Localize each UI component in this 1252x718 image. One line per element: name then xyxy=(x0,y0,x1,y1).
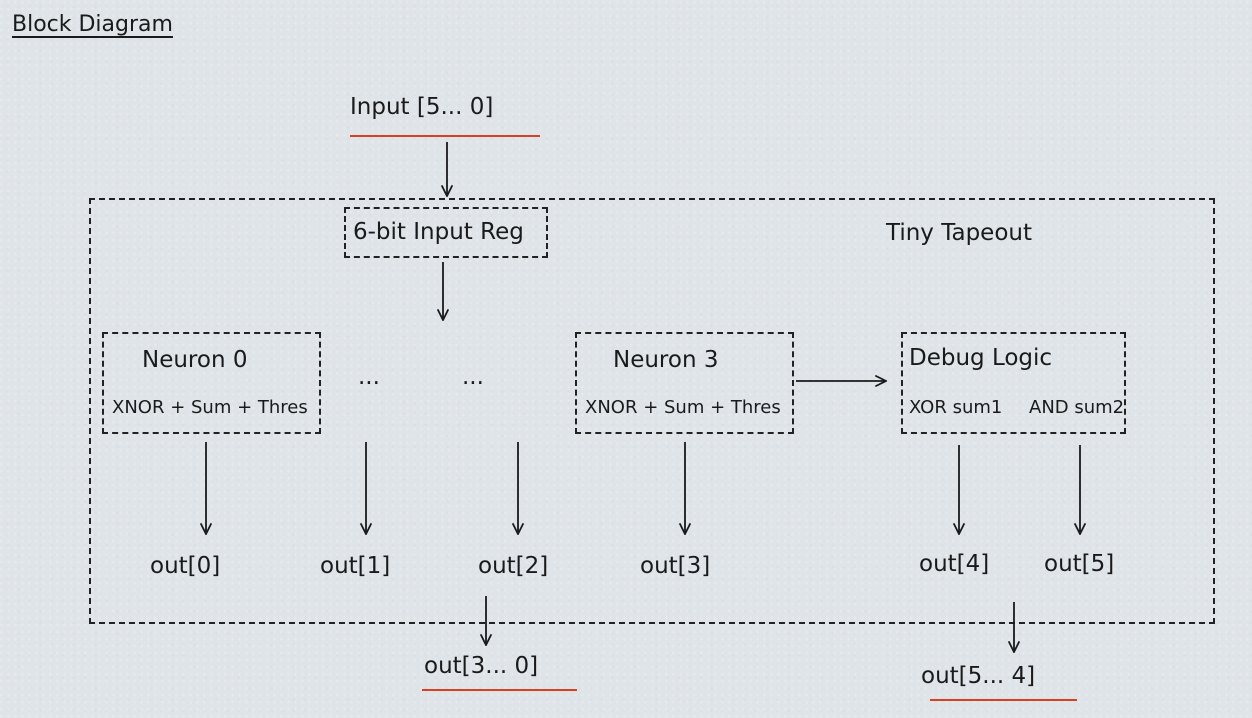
input-label: Input [5... 0] xyxy=(350,94,494,120)
neuron-0-box xyxy=(102,332,321,434)
debug-logic-name: Debug Logic xyxy=(909,345,1053,371)
output-label: out[3] xyxy=(640,553,711,579)
input-register-box xyxy=(344,207,548,258)
neuron-0-desc: XNOR + Sum + Thres xyxy=(112,397,308,418)
debug-and-label: AND sum2 xyxy=(1029,397,1125,418)
tiny-tapeout-container xyxy=(89,198,1215,624)
neuron-3-box xyxy=(575,332,794,434)
output-label: out[4] xyxy=(919,551,990,577)
ellipsis-1: ... xyxy=(358,364,380,390)
output-label: out[5] xyxy=(1044,551,1115,577)
bus-low-label: out[3... 0] xyxy=(424,653,539,679)
neuron-0-name: Neuron 0 xyxy=(142,347,248,373)
output-label: out[0] xyxy=(150,553,221,579)
neuron-3-desc: XNOR + Sum + Thres xyxy=(585,397,781,418)
input-register-label: 6-bit Input Reg xyxy=(353,219,524,245)
bus-high-label: out[5... 4] xyxy=(921,663,1036,689)
output-label: out[2] xyxy=(478,553,549,579)
debug-logic-box xyxy=(901,332,1126,434)
container-label: Tiny Tapeout xyxy=(886,220,1032,246)
neuron-3-name: Neuron 3 xyxy=(613,347,719,373)
debug-xor-label: XOR sum1 xyxy=(909,397,1003,418)
ellipsis-2: ... xyxy=(462,364,484,390)
output-label: out[1] xyxy=(320,553,391,579)
diagram-title: Block Diagram xyxy=(12,12,173,37)
